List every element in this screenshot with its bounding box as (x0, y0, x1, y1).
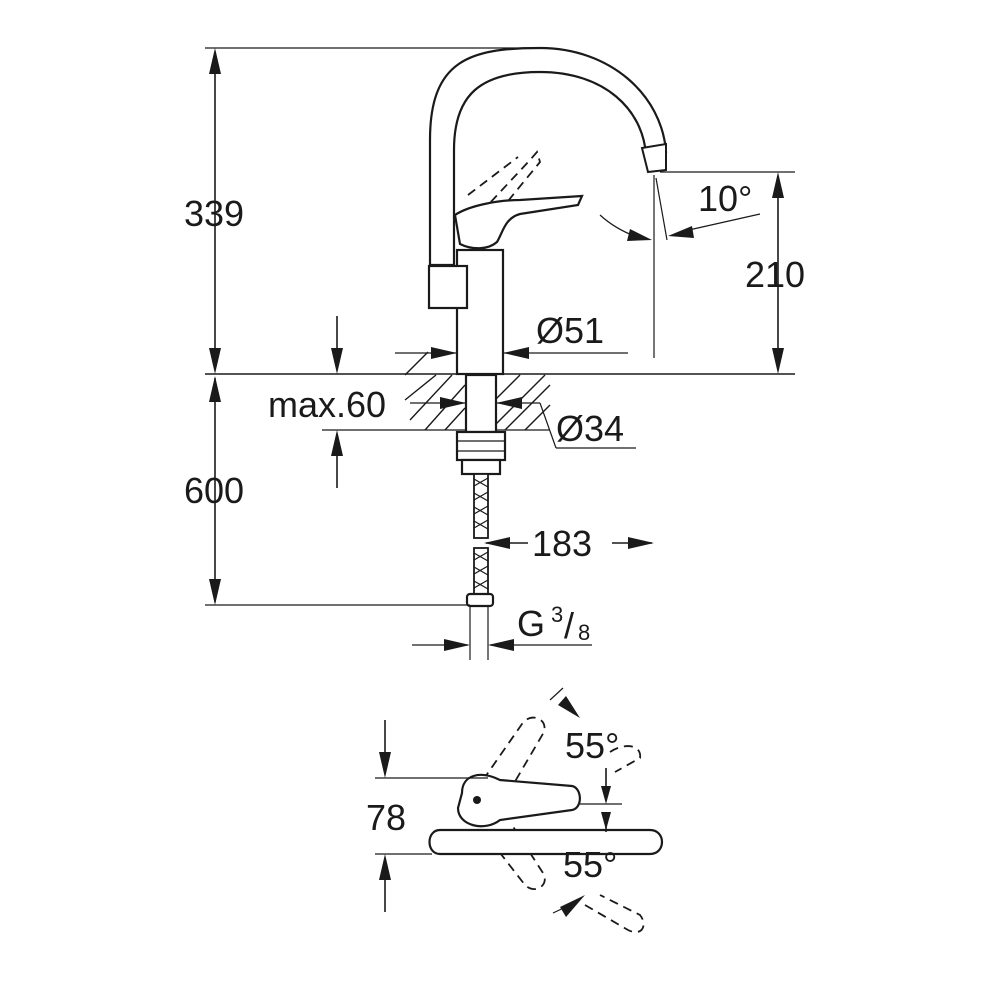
label-connection-slash: / (564, 605, 574, 646)
mounting-shank (464, 373, 498, 434)
label-hose-length: 600 (184, 470, 244, 511)
label-connection-num: 3 (551, 602, 563, 627)
label-lever-angle-bottom: 55° (563, 844, 617, 885)
hose-fitting (465, 592, 495, 608)
lever-rotated-up-tip (609, 745, 641, 773)
dim-total-height: 339 (184, 47, 540, 374)
nut-base (460, 458, 502, 476)
lever-rotated-down-tip (584, 894, 645, 933)
dim-body-diameter: Ø51 (395, 310, 628, 359)
label-lever-depth: 78 (366, 797, 406, 838)
hose-braid-lower (473, 551, 489, 590)
dim-spout-height: 210 (660, 171, 805, 374)
dim-hole-diameter: Ø34 (410, 397, 636, 449)
label-body-diameter: Ø51 (536, 310, 604, 351)
label-connection-prefix: G (517, 603, 545, 644)
dim-hose-length: 600 (184, 376, 470, 606)
dim-spout-reach: 183 (484, 523, 654, 564)
label-connection-den: 8 (578, 620, 590, 645)
lever-indicator-dot (473, 796, 481, 804)
label-spout-reach: 183 (532, 523, 592, 564)
label-lever-angle-top: 55° (565, 725, 619, 766)
lever-raised-outline (459, 150, 541, 241)
lever-top-view (456, 773, 581, 828)
faucet-lever (453, 194, 584, 250)
dim-max-thickness: max.60 (268, 316, 386, 488)
dim-connection: G 3 / 8 (412, 602, 592, 651)
countertop-hatch (322, 351, 551, 431)
label-max-thickness: max.60 (268, 384, 386, 425)
label-hole-diameter: Ø34 (556, 408, 624, 449)
dim-spout-angle: 10° (599, 175, 761, 358)
faucet-top-view: 78 55° 55° (366, 687, 664, 933)
label-spout-height: 210 (745, 254, 805, 295)
label-spout-angle: 10° (698, 178, 752, 219)
hose-braid (473, 477, 489, 530)
label-total-height: 339 (184, 193, 244, 234)
lever-raised-outline-2 (467, 156, 519, 196)
faucet-body (455, 248, 505, 376)
faucet-side-view (205, 46, 795, 660)
spout-aerator (640, 142, 667, 174)
base-plate (428, 828, 664, 856)
mounting-nut (455, 430, 507, 462)
lever-rotated-up (482, 716, 546, 791)
spout-collar (427, 264, 469, 310)
